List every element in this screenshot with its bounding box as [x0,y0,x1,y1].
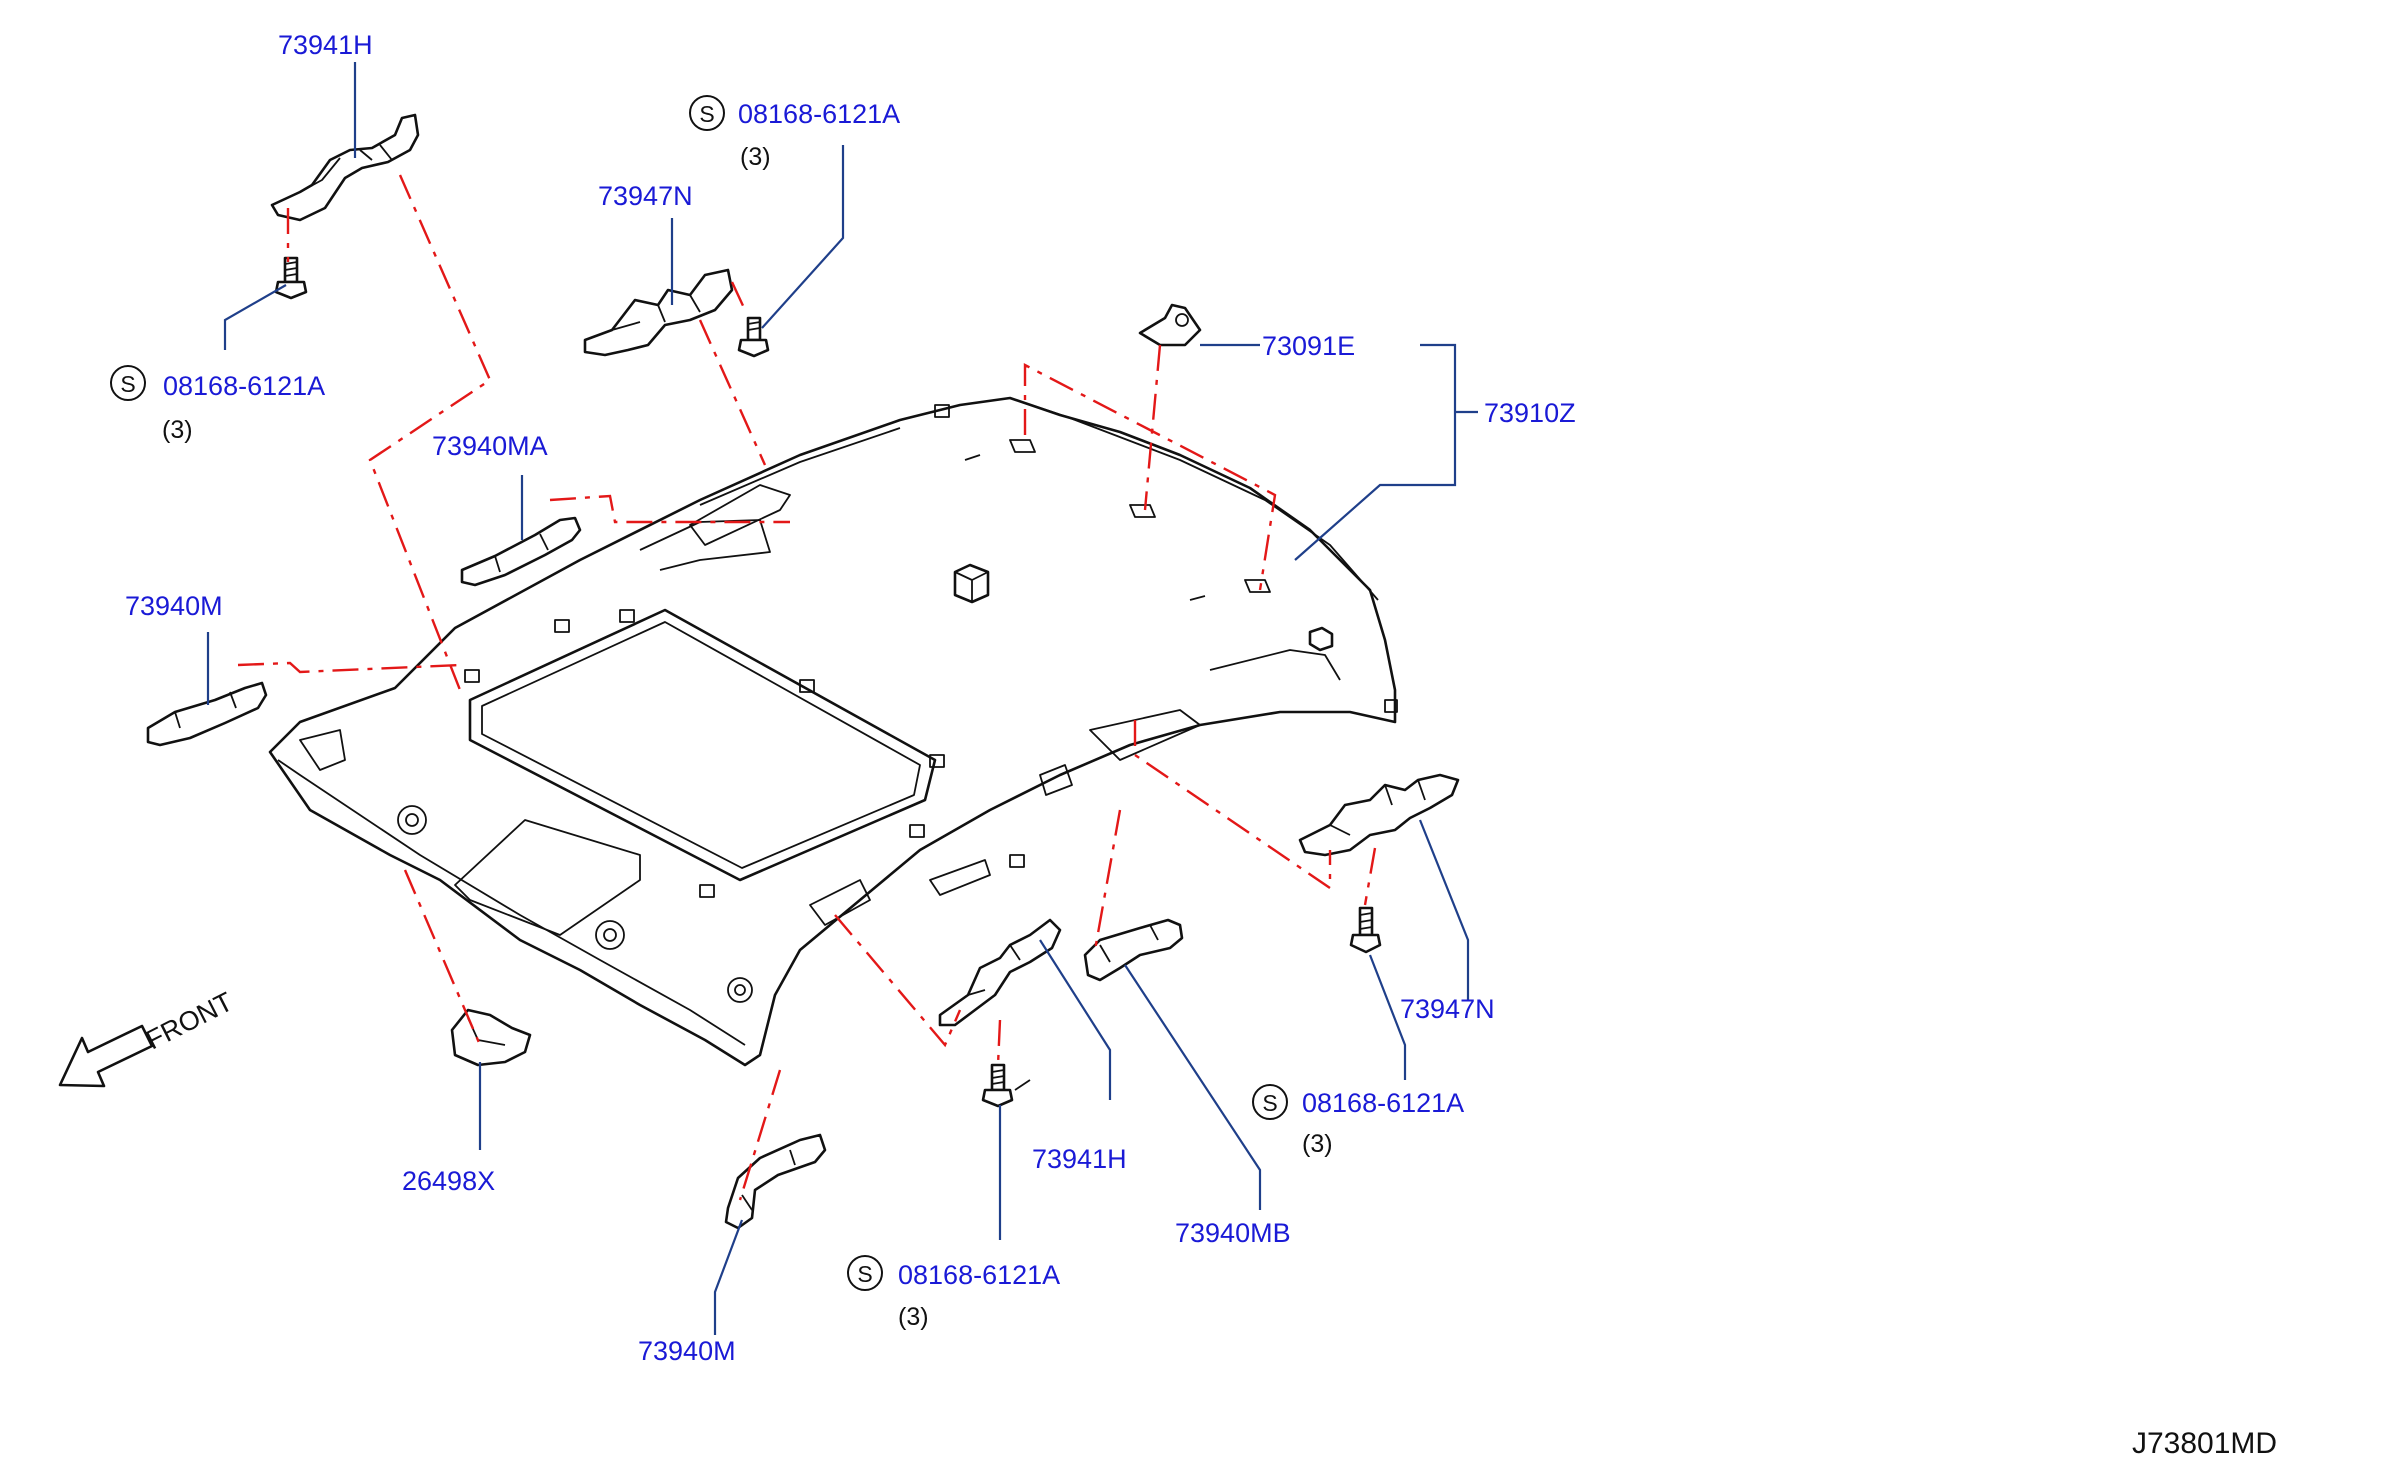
label-26498X[interactable]: 26498X [402,1166,495,1196]
lamp-bracket-26498X[interactable] [450,1008,532,1067]
qty-screw-2: (3) [162,416,193,444]
screw-symbol-3-letter: S [1262,1090,1277,1116]
label-screw-3[interactable]: 08168-6121A [1302,1088,1464,1118]
screw-symbol-1 [689,95,725,131]
diagram-code: J73801MD [2132,1427,2277,1460]
callout-labels: 73941H S 08168-6121A (3) 73947N 73091E 7… [110,30,2277,1460]
label-73941H-upper[interactable]: 73941H [278,30,373,60]
screw-upper-left[interactable] [274,256,308,300]
screw-upper-middle[interactable] [737,316,770,358]
label-73941H-lower[interactable]: 73941H [1032,1144,1127,1174]
label-73947N-upper[interactable]: 73947N [598,181,693,211]
bracket-73947N-right[interactable] [1298,773,1460,857]
qty-screw-1: (3) [740,143,771,171]
label-73091E[interactable]: 73091E [1262,331,1355,361]
screw-symbol-2-letter: S [120,371,135,397]
front-direction-arrow: FRONT [58,986,238,1088]
label-screw-4[interactable]: 08168-6121A [898,1260,1060,1290]
label-screw-2[interactable]: 08168-6121A [163,371,325,401]
bracket-73941H-upper[interactable] [270,113,420,222]
front-label: FRONT [141,986,237,1055]
screw-lower-middle[interactable] [981,1063,1014,1108]
assembly-lines [237,174,1377,1201]
grip-73940MA[interactable] [460,516,582,587]
screw-symbol-4 [847,1255,883,1291]
headlining-panel[interactable] [268,396,1398,1091]
label-73947N-right[interactable]: 73947N [1400,994,1495,1024]
screw-symbol-3 [1252,1084,1288,1120]
label-73910Z[interactable]: 73910Z [1484,398,1576,428]
label-73940MB[interactable]: 73940MB [1175,1218,1291,1248]
label-screw-1[interactable]: 08168-6121A [738,99,900,129]
clip-73091E[interactable] [1138,303,1202,347]
bracket-73947N-upper[interactable] [583,268,734,357]
screw-lower-right[interactable] [1349,906,1382,954]
screw-symbol-4-letter: S [857,1261,872,1287]
grip-73940M-bottom[interactable] [724,1133,827,1230]
bracket-73941H-lower[interactable] [938,918,1062,1027]
label-73940MA[interactable]: 73940MA [432,431,548,461]
qty-screw-3: (3) [1302,1130,1333,1158]
label-73940M-left[interactable]: 73940M [125,591,223,621]
leader-lines [206,62,1478,1335]
screw-symbol-2 [110,365,146,401]
qty-screw-4: (3) [898,1303,929,1331]
label-73940M-bottom[interactable]: 73940M [638,1336,736,1366]
screw-symbol-1-letter: S [699,101,714,127]
grip-73940MB[interactable] [1083,918,1184,982]
